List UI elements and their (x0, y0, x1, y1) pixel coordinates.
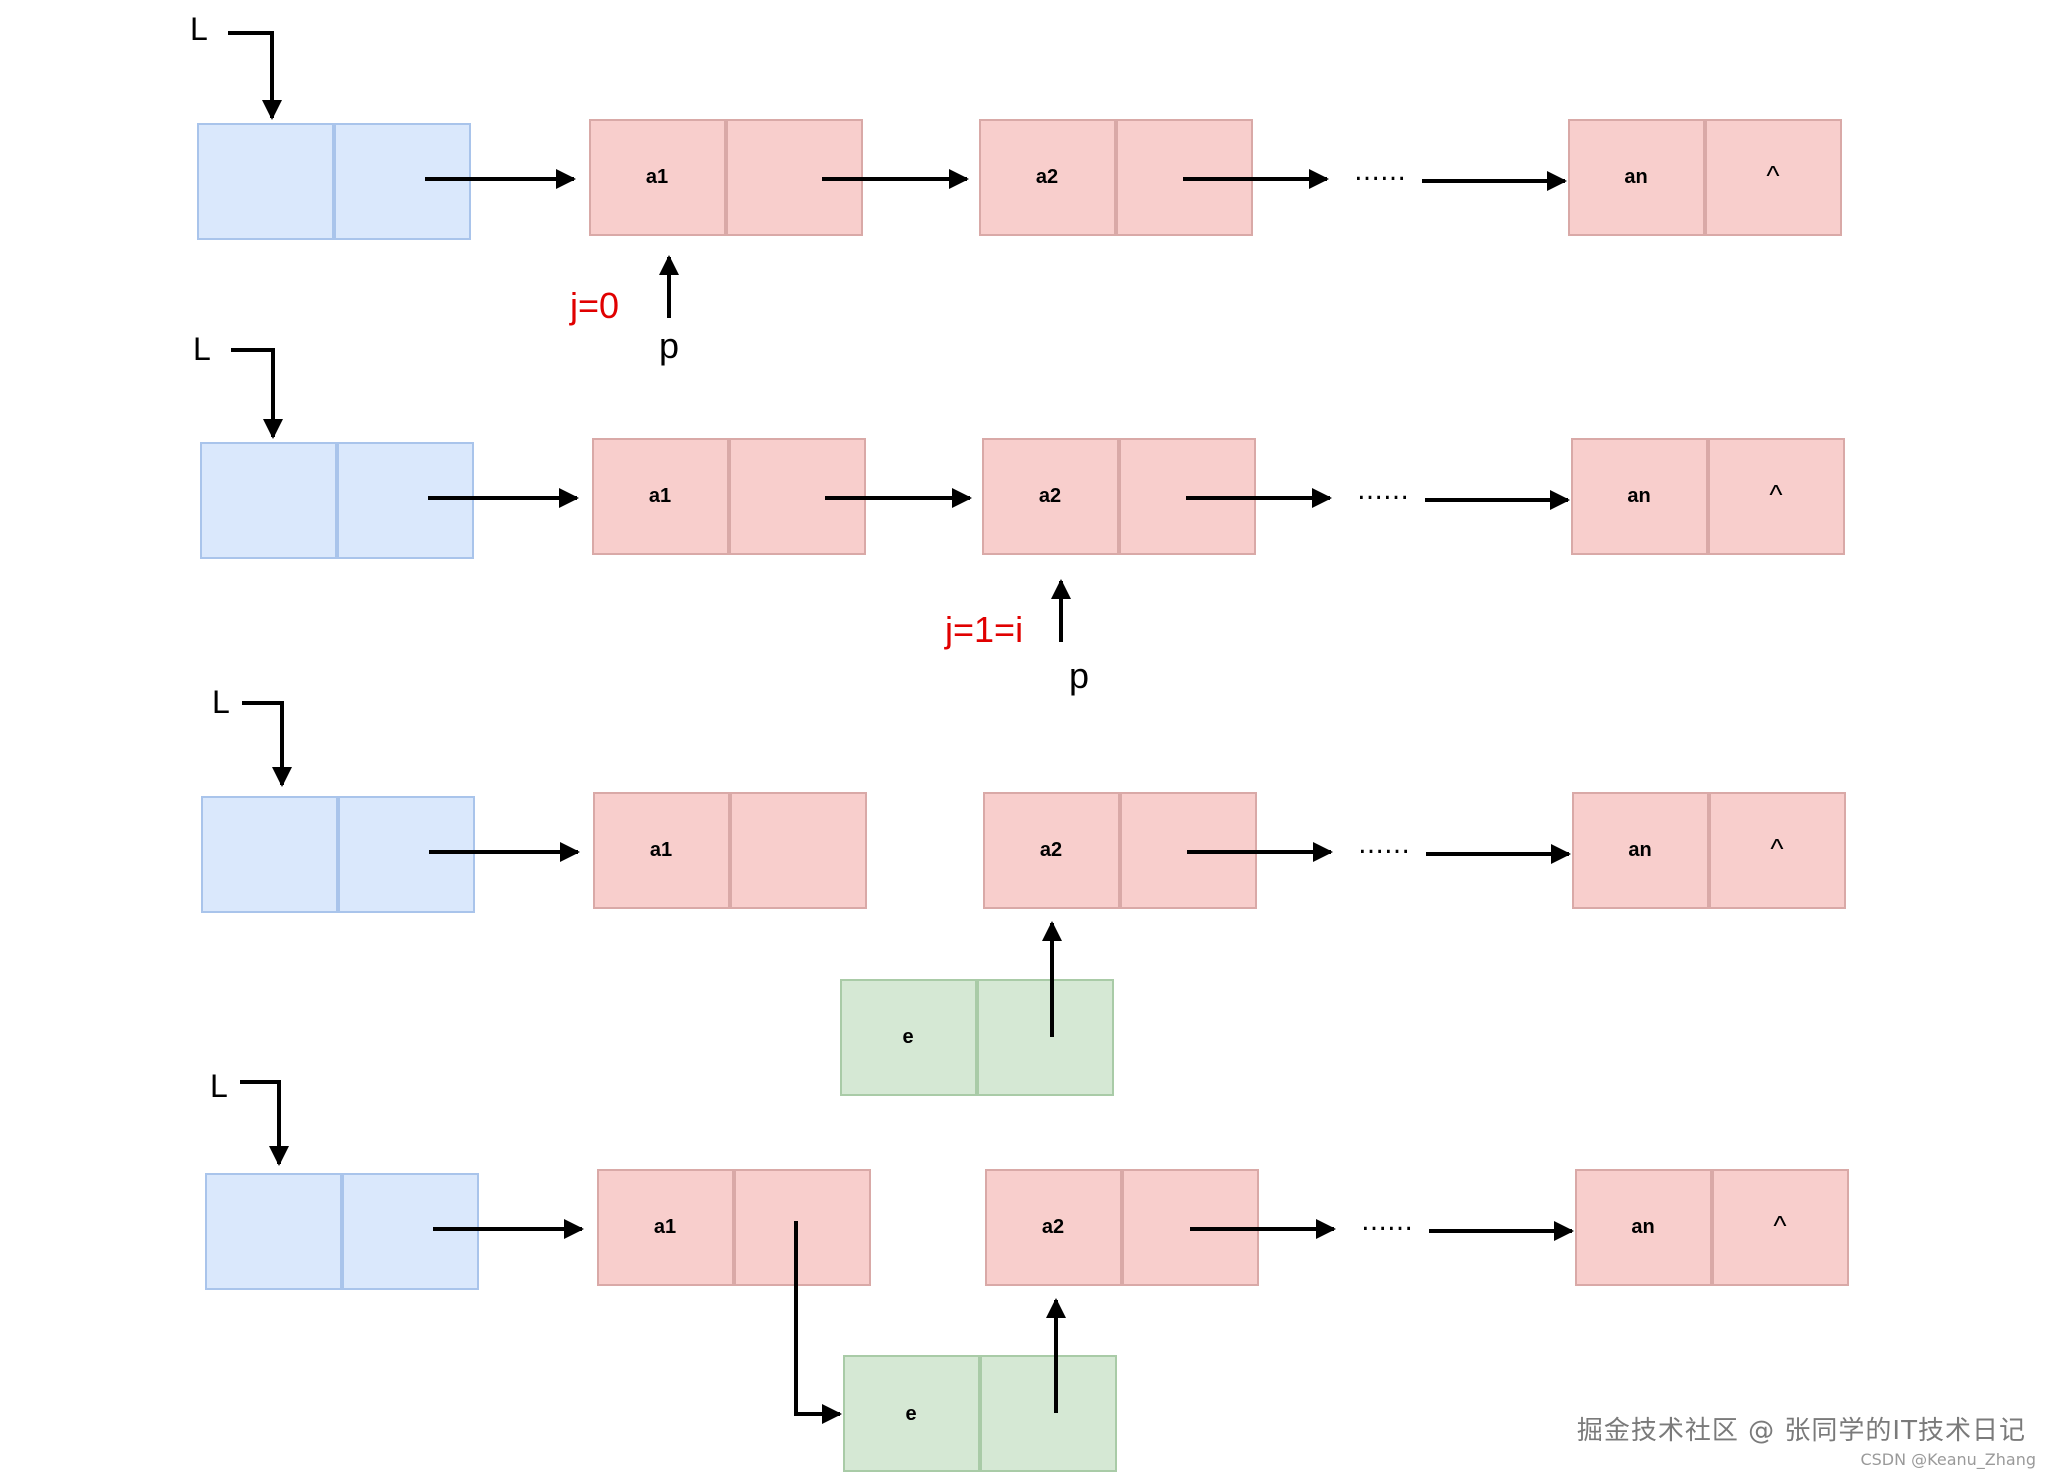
counter-label: j=0 (569, 285, 619, 326)
row-3: L a1 a2 …… an ^ e (201, 684, 1846, 1096)
node-data-label: an (1624, 166, 1647, 188)
head-node (197, 123, 471, 240)
node-data-label: a2 (1042, 1216, 1064, 1238)
head-pointer-label: L (193, 331, 211, 367)
node-a2: a2 (983, 792, 1257, 909)
head-pointer-label: L (212, 684, 230, 720)
node-data-label: a1 (649, 485, 671, 507)
head-pointer-arrow (240, 1080, 289, 1166)
watermark: 掘金技术社区 @ 张同学的IT技术日记 (1576, 1416, 2026, 1446)
node-data-label: a1 (654, 1216, 676, 1238)
new-node-e: e (840, 979, 1114, 1096)
counter-label: j=1=i (944, 609, 1023, 650)
node-data-label: an (1627, 485, 1650, 507)
head-node (205, 1173, 479, 1290)
credit: CSDN @Keanu_Zhang (1860, 1450, 2036, 1469)
node-data-label: a2 (1036, 166, 1058, 188)
node-a1: a1 (597, 1169, 871, 1286)
row-2: L a1 a2 …… an ^ p j=1=i (193, 331, 1845, 696)
node-data-label: e (905, 1403, 916, 1425)
head-pointer-label: L (210, 1068, 228, 1104)
row-4: L a1 a2 …… an ^ e (205, 1068, 1849, 1472)
node-an: an ^ (1571, 438, 1845, 555)
head-pointer-arrow (228, 31, 282, 120)
head-node (200, 442, 474, 559)
head-pointer-label: L (190, 11, 208, 47)
null-pointer-mark: ^ (1766, 160, 1779, 191)
null-pointer-mark: ^ (1769, 479, 1782, 510)
node-data-label: an (1631, 1216, 1654, 1238)
ellipsis: …… (1358, 830, 1410, 860)
node-data-label: an (1628, 839, 1651, 861)
node-a1: a1 (593, 792, 867, 909)
node-data-label: a1 (650, 839, 672, 861)
pointer-p-label: p (659, 325, 679, 366)
ellipsis: …… (1357, 476, 1409, 506)
node-data-label: a1 (646, 166, 668, 188)
null-pointer-mark: ^ (1773, 1210, 1786, 1241)
node-data-label: a2 (1039, 485, 1061, 507)
node-data-label: a2 (1040, 839, 1062, 861)
ellipsis: …… (1361, 1207, 1413, 1237)
head-pointer-arrow (242, 701, 292, 787)
node-data-label: e (902, 1026, 913, 1048)
new-node-e: e (843, 1355, 1117, 1472)
node-a1: a1 (589, 119, 863, 236)
head-pointer-arrow (231, 348, 283, 439)
node-an: an ^ (1572, 792, 1846, 909)
node-an: an ^ (1568, 119, 1842, 236)
node-a2: a2 (982, 438, 1256, 555)
null-pointer-mark: ^ (1770, 833, 1783, 864)
pointer-p-label: p (1069, 655, 1089, 696)
ellipsis: …… (1354, 157, 1406, 187)
row-1: L a1 a2 …… an ^ p j=0 (190, 11, 1842, 366)
node-an: an ^ (1575, 1169, 1849, 1286)
a1-to-e-arrow (794, 1221, 842, 1424)
head-node (201, 796, 475, 913)
node-a1: a1 (592, 438, 866, 555)
